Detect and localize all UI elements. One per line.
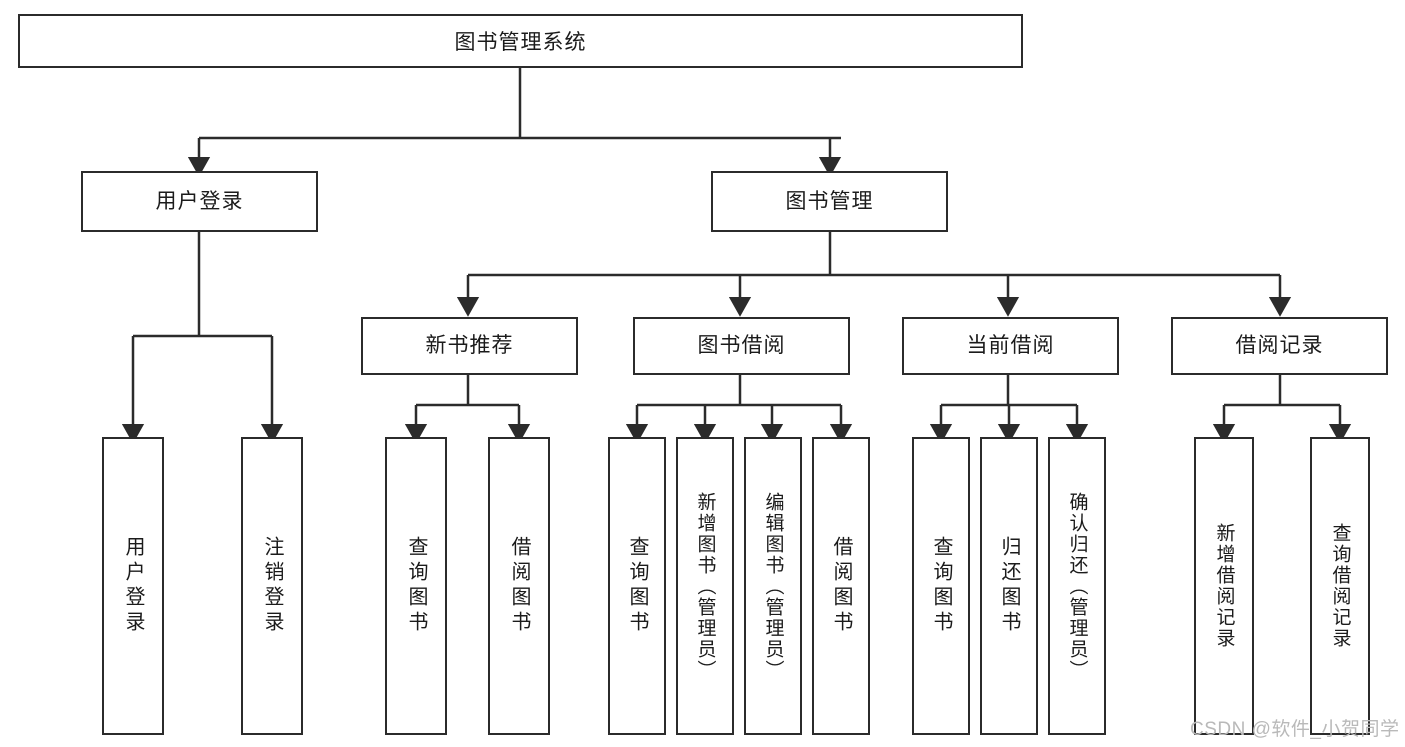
node-user-login-label: 用户登录 — [155, 189, 244, 213]
node-root[interactable]: 图书管理系统 — [18, 14, 1023, 68]
leaf-label: 借阅图书 — [508, 536, 530, 636]
leaf-label: 编辑图书（管理员） — [762, 491, 784, 681]
leaf-label: 新增借阅记录 — [1213, 523, 1235, 649]
node-current-borrow[interactable]: 当前借阅 — [902, 317, 1119, 375]
leaf-label: 查询图书 — [626, 536, 648, 636]
node-book-borrow-label: 图书借阅 — [697, 334, 786, 358]
leaf-label: 注销登录 — [261, 536, 283, 636]
node-new-book-recommend-label: 新书推荐 — [425, 334, 514, 358]
leaf-label: 确认归还（管理员） — [1066, 491, 1088, 681]
node-book-management-label: 图书管理 — [785, 189, 874, 213]
leaf-current-query[interactable]: 查询图书 — [912, 437, 970, 735]
leaf-records-query[interactable]: 查询借阅记录 — [1310, 437, 1370, 735]
leaf-label: 查询借阅记录 — [1329, 523, 1351, 649]
leaf-borrow-query[interactable]: 查询图书 — [608, 437, 666, 735]
leaf-user-login-signin[interactable]: 用户登录 — [102, 437, 164, 735]
node-user-login[interactable]: 用户登录 — [81, 171, 318, 232]
leaf-label: 用户登录 — [122, 536, 144, 636]
leaf-borrow-borrow-book[interactable]: 借阅图书 — [812, 437, 870, 735]
node-book-borrow[interactable]: 图书借阅 — [633, 317, 850, 375]
leaf-new-book-borrow[interactable]: 借阅图书 — [488, 437, 550, 735]
node-borrow-records[interactable]: 借阅记录 — [1171, 317, 1388, 375]
node-current-borrow-label: 当前借阅 — [966, 334, 1055, 358]
leaf-label: 查询图书 — [405, 536, 427, 636]
leaf-current-confirm-return-admin[interactable]: 确认归还（管理员） — [1048, 437, 1106, 735]
leaf-borrow-edit-book-admin[interactable]: 编辑图书（管理员） — [744, 437, 802, 735]
leaf-label: 查询图书 — [930, 536, 952, 636]
leaf-borrow-add-book-admin[interactable]: 新增图书（管理员） — [676, 437, 734, 735]
leaf-new-book-query[interactable]: 查询图书 — [385, 437, 447, 735]
node-new-book-recommend[interactable]: 新书推荐 — [361, 317, 578, 375]
leaf-current-return[interactable]: 归还图书 — [980, 437, 1038, 735]
leaf-records-add[interactable]: 新增借阅记录 — [1194, 437, 1254, 735]
node-borrow-records-label: 借阅记录 — [1235, 334, 1324, 358]
leaf-user-login-signout[interactable]: 注销登录 — [241, 437, 303, 735]
leaf-label: 归还图书 — [998, 536, 1020, 636]
leaf-label: 借阅图书 — [830, 536, 852, 636]
leaf-label: 新增图书（管理员） — [694, 491, 716, 681]
node-root-label: 图书管理系统 — [454, 31, 587, 54]
node-book-management[interactable]: 图书管理 — [711, 171, 948, 232]
